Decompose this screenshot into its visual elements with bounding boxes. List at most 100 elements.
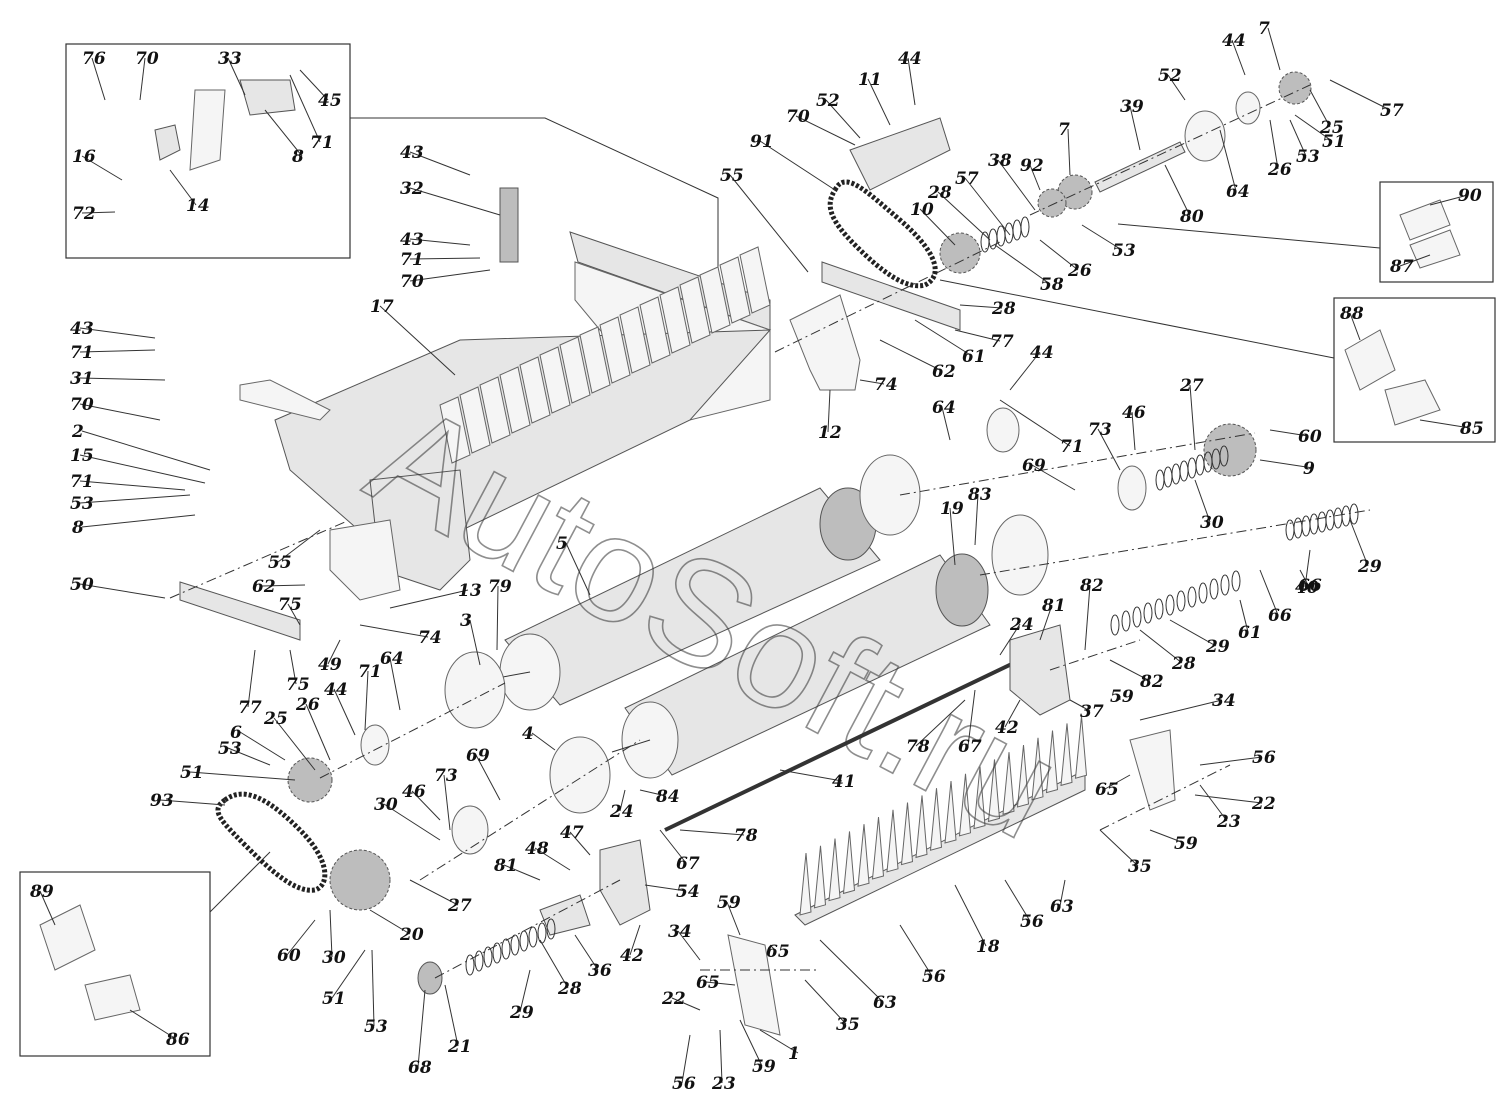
- leader-line: [1219, 129, 1237, 192]
- part-label-61: 61: [962, 347, 986, 367]
- spring-coil: [492, 942, 502, 964]
- part-label-24: 24: [1009, 615, 1034, 635]
- part-label-51: 51: [1322, 132, 1346, 152]
- main-frame-17: [239, 231, 772, 591]
- comb-tooth: [1031, 737, 1044, 801]
- part-label-27: 27: [1179, 376, 1204, 396]
- part-label-59: 59: [717, 893, 741, 913]
- leader-line: [705, 981, 736, 986]
- leader-line: [1009, 351, 1041, 391]
- comb-tooth: [900, 802, 914, 866]
- part-label-25: 25: [1319, 118, 1344, 138]
- leader-line: [1084, 584, 1091, 651]
- leader-line: [1194, 794, 1263, 804]
- part-label-85: 85: [1459, 419, 1484, 439]
- part-label-56: 56: [1020, 912, 1044, 932]
- leader-line: [759, 1029, 799, 1054]
- leader-line: [1269, 119, 1279, 170]
- part-label-53: 53: [364, 1017, 388, 1037]
- spring-coil: [1317, 511, 1327, 533]
- frame-fin: [679, 276, 711, 344]
- part-label-42: 42: [995, 718, 1019, 738]
- part-label-22: 22: [661, 989, 686, 1009]
- frame-fin: [539, 346, 571, 414]
- part-label-63: 63: [873, 993, 897, 1013]
- leader-line: [359, 624, 429, 638]
- leader-line: [79, 403, 161, 421]
- part-label-53: 53: [1296, 147, 1320, 167]
- part-label-90: 90: [1458, 186, 1482, 206]
- part-label-50: 50: [70, 575, 94, 595]
- leader-line: [1129, 105, 1141, 151]
- part-label-69: 69: [466, 746, 490, 766]
- part-label-81: 81: [493, 856, 518, 876]
- inset-box-chain-88-85: [1333, 297, 1496, 443]
- leader-line: [994, 244, 1051, 285]
- leader-line: [333, 688, 356, 736]
- frame-fin: [559, 336, 591, 404]
- leader-line: [1004, 699, 1021, 728]
- leader-line: [1029, 164, 1041, 191]
- leader-line: [619, 789, 626, 812]
- part-label-24: 24: [609, 802, 634, 822]
- part-label-60: 60: [1298, 427, 1322, 447]
- leader-line: [1109, 659, 1151, 682]
- part-label-63: 63: [1050, 897, 1074, 917]
- part-label-46: 46: [402, 782, 426, 802]
- part-label-55: 55: [268, 553, 292, 573]
- part-label-44: 44: [324, 680, 348, 700]
- part-label-65: 65: [1095, 780, 1119, 800]
- comb-18: [794, 716, 1088, 926]
- leader-line: [227, 747, 271, 766]
- leader-line: [919, 208, 956, 246]
- comb-tooth: [958, 773, 972, 837]
- leader-line: [914, 319, 973, 357]
- spring-coil: [1220, 574, 1230, 596]
- leader-line: [287, 603, 301, 626]
- inset-connectors: [209, 117, 1381, 913]
- leader-line: [1139, 699, 1223, 721]
- part-label-51: 51: [322, 989, 346, 1009]
- leader-line: [899, 924, 933, 977]
- part-label-32: 32: [400, 179, 424, 199]
- part-label-28: 28: [991, 299, 1016, 319]
- comb-tooth: [944, 780, 957, 844]
- part-label-53: 53: [1112, 241, 1136, 261]
- part-label-75: 75: [286, 675, 310, 695]
- shaft-41: [664, 658, 1021, 832]
- leader-line: [539, 939, 569, 989]
- leader-line: [239, 731, 286, 761]
- brackets: [154, 79, 1176, 1036]
- part-label-77: 77: [990, 332, 1014, 352]
- part-label-86: 86: [165, 1030, 190, 1050]
- part-label-34: 34: [1212, 691, 1236, 711]
- leader-line: [879, 339, 943, 372]
- part-label-73: 73: [434, 766, 458, 786]
- leader-line: [389, 589, 469, 609]
- part-label-81: 81: [1041, 596, 1066, 616]
- leader-line: [475, 754, 501, 801]
- part-label-54: 54: [676, 882, 700, 902]
- leader-line: [639, 789, 667, 797]
- part-label-42: 42: [620, 946, 644, 966]
- part-label-64: 64: [932, 398, 956, 418]
- spring-coil: [1219, 445, 1229, 467]
- part-label-7: 7: [1058, 120, 1070, 140]
- part-label-57: 57: [955, 169, 979, 189]
- leader-line: [967, 689, 976, 747]
- part-label-66: 66: [1268, 606, 1292, 626]
- part-label-30: 30: [1200, 513, 1224, 533]
- leader-line: [999, 623, 1021, 656]
- leader-line: [331, 949, 366, 999]
- part-label-71: 71: [70, 343, 94, 363]
- part-label-44: 44: [1222, 31, 1246, 51]
- part-label-65: 65: [696, 973, 720, 993]
- leader-line: [81, 155, 123, 181]
- leader-line: [277, 529, 321, 563]
- part-label-88: 88: [1339, 304, 1364, 324]
- part-label-78: 78: [906, 737, 930, 757]
- spring-coil: [1195, 454, 1205, 476]
- leader-line: [795, 115, 856, 146]
